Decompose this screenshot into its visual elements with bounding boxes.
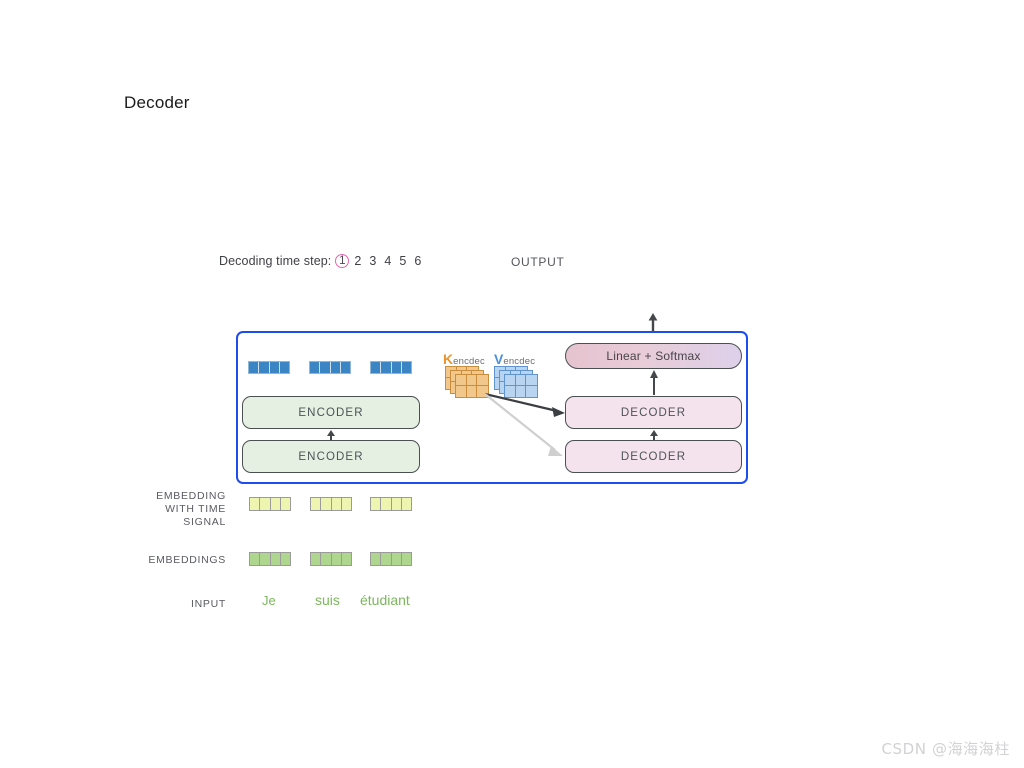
embedding-cell (341, 498, 351, 510)
label-line-3: SIGNAL (183, 516, 226, 528)
time-step-4[interactable]: 4 (384, 254, 392, 268)
embedding-time-vector-2 (310, 497, 352, 511)
token-bar-cell (259, 362, 270, 373)
token-bar-cell (381, 362, 392, 373)
embeddings-vector-3 (370, 552, 412, 566)
embeddings-label: EMBEDDINGS (148, 554, 226, 566)
kv-to-decoder-bottom-arrow-icon (485, 393, 563, 456)
k-encdec-label: Kencdec (443, 351, 485, 367)
embedding-cell (260, 553, 271, 565)
watermark: CSDN @海海海柱 (881, 740, 1010, 758)
label-line-1: EMBEDDING (156, 490, 226, 502)
embeddings-vector-2 (310, 552, 352, 566)
encoder-block-bottom[interactable]: ENCODER (242, 440, 420, 473)
decoder-to-linear-arrow-icon (650, 370, 658, 395)
page-title: Decoder (124, 93, 190, 112)
decoding-time-step-row: Decoding time step: 1 2 3 4 5 6 (219, 252, 425, 270)
token-bar-cell (392, 362, 402, 373)
encoder-block-top[interactable]: ENCODER (242, 396, 420, 429)
k-encdec-matrix-stack (445, 366, 497, 406)
embeddings-vector-1 (249, 552, 291, 566)
token-bar-cell (331, 362, 341, 373)
embedding-cell (391, 498, 402, 510)
k-subscript: encdec (453, 356, 485, 367)
embedding-cell (311, 553, 322, 565)
time-step-1[interactable]: 1 (335, 254, 350, 268)
embedding-cell (270, 553, 281, 565)
embedding-cell (270, 498, 281, 510)
time-step-2[interactable]: 2 (354, 254, 362, 268)
embedding-cell (331, 553, 342, 565)
embedding-time-vector-3 (370, 497, 412, 511)
input-word-etudiant: étudiant (360, 592, 410, 608)
token-bar-cell (280, 362, 289, 373)
v-encdec-matrix-stack (494, 366, 546, 406)
embedding-cell (250, 498, 261, 510)
decoder-block-top[interactable]: DECODER (565, 396, 742, 429)
token-bar-cell (402, 362, 411, 373)
embedding-cell (280, 553, 290, 565)
kv-to-decoder-top-arrow-icon (485, 392, 565, 417)
embedding-cell (381, 498, 392, 510)
input-word-suis: suis (315, 592, 340, 608)
token-bar-cell (310, 362, 321, 373)
decoder-block-bottom[interactable]: DECODER (565, 440, 742, 473)
embedding-cell (280, 498, 290, 510)
embedding-cell (311, 498, 322, 510)
token-bar-3 (370, 361, 412, 374)
embedding-cell (321, 553, 332, 565)
embedding-cell (260, 498, 271, 510)
k-symbol: K (443, 351, 454, 367)
input-label: INPUT (191, 598, 226, 610)
time-step-6[interactable]: 6 (414, 254, 422, 268)
embedding-cell (371, 498, 382, 510)
token-bar-cell (270, 362, 280, 373)
linear-softmax-block[interactable]: Linear + Softmax (565, 343, 742, 369)
token-bar-cell (320, 362, 331, 373)
kv-to-decoder-arrows (485, 392, 565, 456)
token-bar-2 (309, 361, 351, 374)
embedding-cell (250, 553, 261, 565)
token-bar-cell (249, 362, 260, 373)
decoding-time-step-numbers: 1 2 3 4 5 6 (334, 254, 425, 268)
embedding-time-vector-1 (249, 497, 291, 511)
v-symbol: V (494, 351, 504, 367)
time-step-5[interactable]: 5 (399, 254, 407, 268)
embedding-cell (391, 553, 402, 565)
decoding-time-step-label: Decoding time step: (219, 254, 332, 268)
embedding-cell (381, 553, 392, 565)
token-bar-1 (248, 361, 290, 374)
output-label: OUTPUT (511, 255, 565, 269)
embedding-with-time-signal-label: EMBEDDING WITH TIME SIGNAL (131, 490, 226, 529)
v-encdec-label: Vencdec (494, 351, 535, 367)
token-bar-cell (371, 362, 382, 373)
k-matrix-layer-1 (455, 374, 489, 398)
label-line-2: WITH TIME (165, 503, 226, 515)
time-step-3[interactable]: 3 (369, 254, 377, 268)
embedding-cell (401, 498, 411, 510)
v-matrix-layer-1 (504, 374, 538, 398)
input-word-je: Je (262, 593, 276, 608)
embedding-cell (341, 553, 351, 565)
embedding-cell (401, 553, 411, 565)
embedding-cell (331, 498, 342, 510)
embedding-cell (371, 553, 382, 565)
embedding-cell (321, 498, 332, 510)
v-subscript: encdec (503, 356, 536, 367)
token-bar-cell (341, 362, 350, 373)
